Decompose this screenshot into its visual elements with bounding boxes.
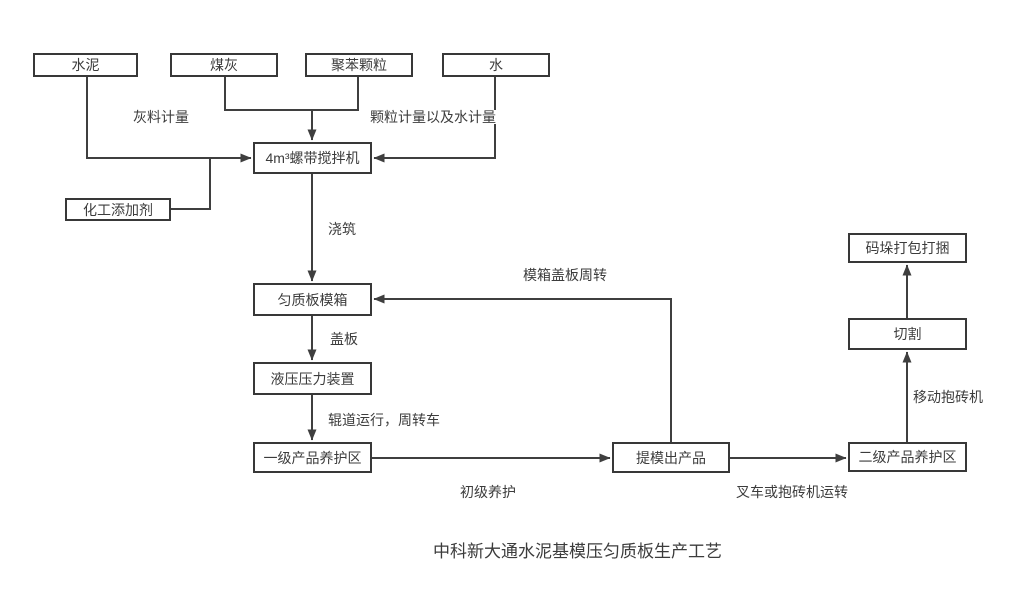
node-hydraulic-press: 液压压力装置 <box>253 362 372 395</box>
node-chem-additive: 化工添加剂 <box>65 198 171 221</box>
label-forklift-transfer: 叉车或抱砖机运转 <box>736 484 848 500</box>
node-water: 水 <box>442 53 550 77</box>
edge-demold-return-to-moldbox <box>373 294 672 442</box>
label-ash-metering: 灰料计量 <box>133 109 189 125</box>
label-mold-cover-cycle: 模箱盖板周转 <box>523 267 607 283</box>
label-mobile-brick-machine: 移动抱砖机 <box>913 389 983 405</box>
node-primary-curing: 一级产品养护区 <box>253 442 372 473</box>
node-demold-product: 提模出产品 <box>612 442 730 473</box>
node-cutting: 切割 <box>848 318 967 350</box>
node-eps-granule: 聚苯颗粒 <box>305 53 413 77</box>
edge-cement-to-mixer <box>86 76 252 163</box>
node-mixer: 4m³螺带搅拌机 <box>253 142 372 174</box>
label-cover-plate: 盖板 <box>330 331 358 347</box>
edge-water-to-mixer <box>373 76 496 163</box>
edge-additive-to-mixer <box>171 157 211 210</box>
label-granule-water-metering: 颗粒计量以及水计量 <box>370 109 496 125</box>
node-cement: 水泥 <box>33 53 138 77</box>
node-secondary-curing: 二级产品养护区 <box>848 442 967 472</box>
node-mold-box: 匀质板模箱 <box>253 283 372 316</box>
diagram-title: 中科新大通水泥基模压匀质板生产工艺 <box>433 542 722 561</box>
label-pouring: 浇筑 <box>328 221 356 237</box>
label-primary-cure: 初级养护 <box>460 484 516 500</box>
node-packing: 码垛打包打捆 <box>848 233 967 263</box>
node-coal-ash: 煤灰 <box>170 53 278 77</box>
label-roller-transfer: 辊道运行，周转车 <box>328 412 440 428</box>
